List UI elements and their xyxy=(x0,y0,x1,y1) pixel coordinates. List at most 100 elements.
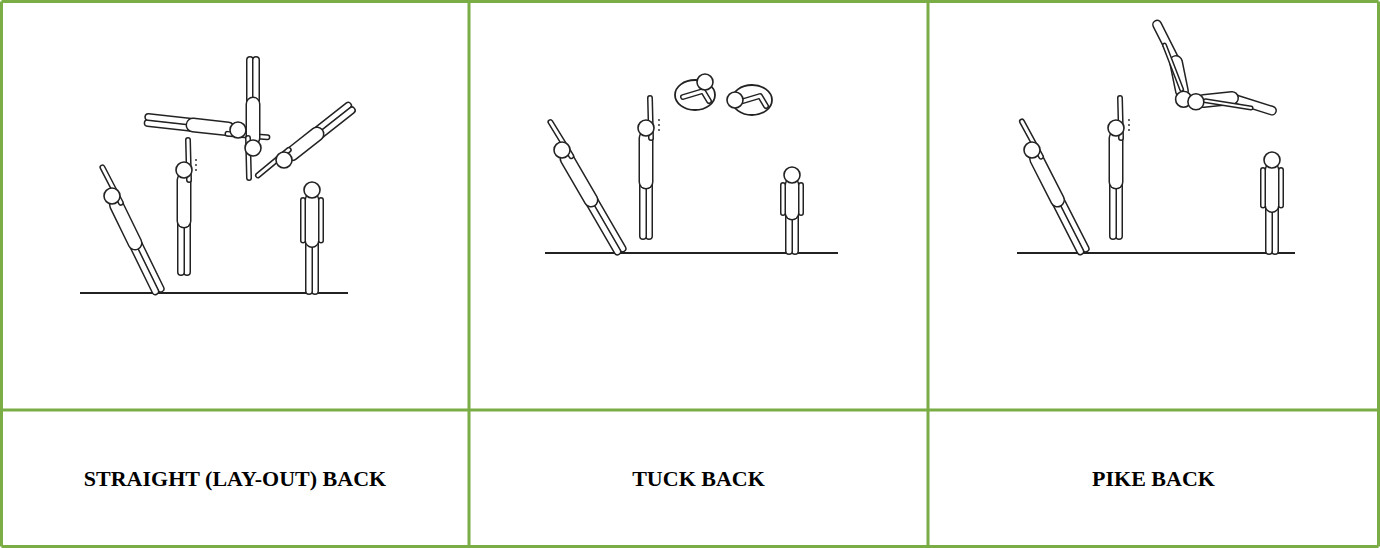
table-border xyxy=(0,2,3,547)
limb-outline xyxy=(318,200,324,241)
motion-dot xyxy=(1128,119,1130,121)
limb-fill xyxy=(641,182,646,236)
limb-fill xyxy=(1110,138,1122,182)
head xyxy=(1264,152,1280,168)
figure-caption: PIKE BACK xyxy=(1092,466,1215,492)
limb-fill xyxy=(1165,45,1182,89)
table-border xyxy=(468,2,471,547)
limb-fill xyxy=(306,200,318,241)
limb-fill xyxy=(307,241,312,292)
limb-outline xyxy=(1109,182,1117,236)
table-border xyxy=(927,2,930,547)
gymnast xyxy=(1263,152,1281,251)
caption-cell: PIKE BACK xyxy=(930,412,1377,545)
head xyxy=(1108,120,1124,136)
gymnast xyxy=(303,182,321,291)
limb-outline xyxy=(567,159,591,200)
table-border xyxy=(1377,2,1380,547)
head xyxy=(784,167,800,183)
head xyxy=(554,142,570,158)
gymnast xyxy=(638,98,654,236)
limb-fill xyxy=(740,96,766,106)
head xyxy=(104,188,120,204)
motion-dot xyxy=(658,124,660,126)
motion-dot xyxy=(195,159,197,161)
head xyxy=(230,122,246,138)
limb-outline xyxy=(1109,138,1124,182)
limb-outline xyxy=(177,180,192,221)
limb-fill xyxy=(313,241,318,292)
head xyxy=(1188,94,1204,110)
limb-outline xyxy=(193,125,228,129)
limb-fill xyxy=(647,182,652,236)
limb-outline xyxy=(246,104,261,138)
table-border xyxy=(2,545,1379,548)
gymnast xyxy=(1188,94,1272,111)
limb-fill xyxy=(132,244,155,291)
limb-fill xyxy=(1117,182,1122,236)
head xyxy=(245,140,261,156)
motion-dot xyxy=(1128,124,1130,126)
limb-fill xyxy=(302,200,305,241)
limb-outline xyxy=(1265,170,1280,206)
figure-caption: STRAIGHT (LAY-OUT) BACK xyxy=(84,466,386,492)
limb-fill xyxy=(179,221,184,272)
limb-fill xyxy=(786,185,798,213)
limb-outline xyxy=(588,202,617,252)
gymnast xyxy=(783,167,801,251)
caption-cell: TUCK BACK xyxy=(471,412,926,545)
limb-fill xyxy=(567,159,591,200)
limb-outline xyxy=(1260,170,1266,206)
limb-outline xyxy=(177,221,185,272)
gymnast xyxy=(258,106,352,176)
limb-fill xyxy=(193,125,228,129)
head xyxy=(1024,142,1040,158)
limb-outline xyxy=(740,96,766,106)
limb-fill xyxy=(1280,170,1283,206)
gymnast xyxy=(675,74,715,110)
head xyxy=(276,152,292,168)
floor-line xyxy=(1017,252,1295,254)
gymnast xyxy=(1157,25,1192,108)
motion-dot xyxy=(658,129,660,131)
table-border xyxy=(2,409,1379,412)
limb-outline xyxy=(132,244,155,291)
motion-dot xyxy=(658,119,660,121)
gymnast xyxy=(727,85,772,115)
motion-dot xyxy=(195,164,197,166)
limb-outline xyxy=(1055,201,1081,251)
limb-fill xyxy=(1266,170,1278,206)
limb-fill xyxy=(1111,182,1116,236)
limb-fill xyxy=(1037,159,1058,200)
head xyxy=(176,162,192,178)
head xyxy=(638,120,654,136)
gymnast xyxy=(1108,98,1124,236)
motion-dot xyxy=(1128,129,1130,131)
limb-fill xyxy=(178,180,190,221)
limb-outline xyxy=(683,91,709,101)
limb-outline xyxy=(292,134,317,154)
limb-outline xyxy=(1165,45,1182,89)
limb-fill xyxy=(800,185,803,213)
table-border xyxy=(2,0,1379,3)
limb-outline xyxy=(1037,159,1058,200)
limb-fill xyxy=(683,91,709,101)
limb-outline xyxy=(780,185,786,213)
head xyxy=(727,92,743,108)
limb-fill xyxy=(185,221,190,272)
limb-fill xyxy=(247,104,259,138)
limb-fill xyxy=(1055,201,1081,251)
gymnast xyxy=(102,167,160,291)
gymnast-figures xyxy=(80,25,1295,293)
limb-fill xyxy=(782,185,785,213)
limb-outline xyxy=(785,185,800,213)
head xyxy=(304,182,320,198)
limb-fill xyxy=(588,202,617,252)
limb-fill xyxy=(1262,170,1265,206)
gymnast xyxy=(176,140,192,272)
gymnast xyxy=(1022,121,1086,251)
limb-outline xyxy=(1278,170,1284,206)
limb-fill xyxy=(1205,101,1251,108)
